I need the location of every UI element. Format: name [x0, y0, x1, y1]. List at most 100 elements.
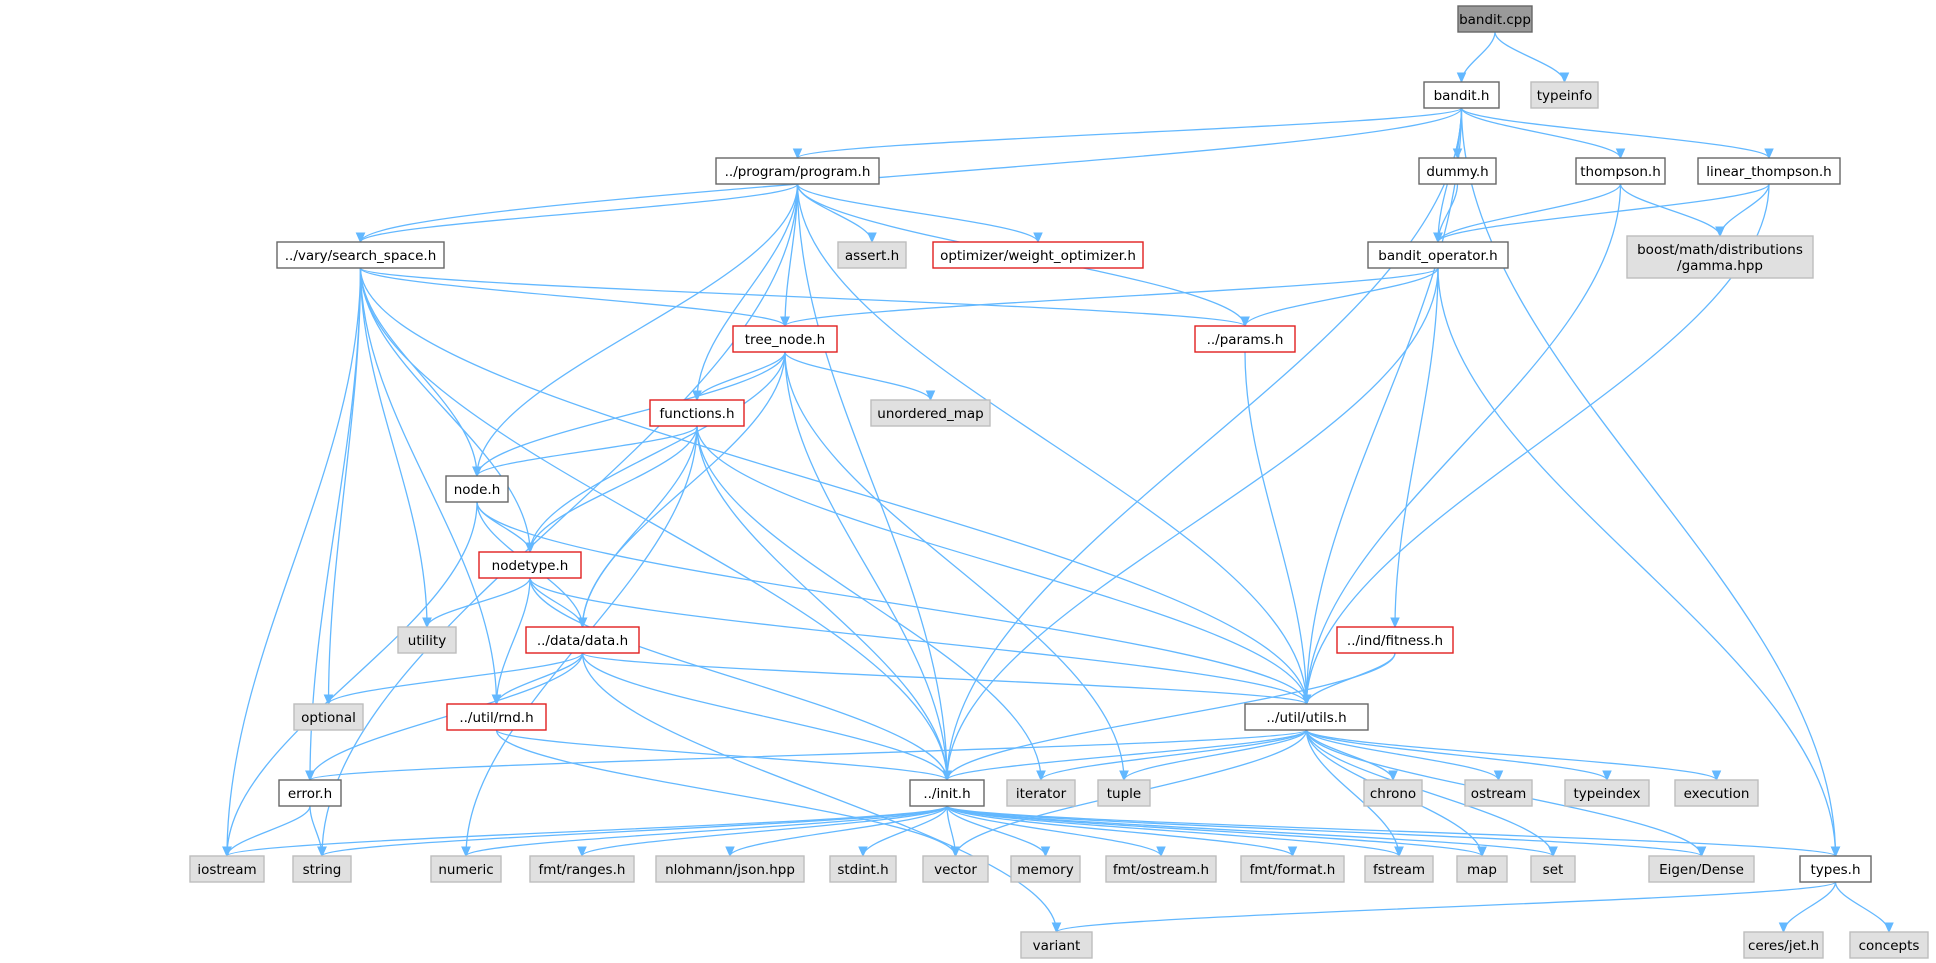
node-gamma[interactable]: boost/math/distributions/gamma.hpp: [1626, 235, 1814, 279]
node-box: [1418, 157, 1497, 185]
node-utility[interactable]: utility: [397, 626, 457, 654]
node-label: execution: [1684, 786, 1750, 802]
node-label: ostream: [1471, 786, 1527, 802]
node-params-h[interactable]: ../params.h: [1194, 325, 1296, 353]
node-functions-h[interactable]: functions.h: [649, 399, 745, 427]
edge-bandit_h-to-search_space_h: [355, 107, 1463, 244]
edge-init_h-to-numeric: [461, 805, 948, 858]
node-vector[interactable]: vector: [922, 855, 989, 883]
edge-line: [946, 729, 1308, 781]
edge-line: [581, 805, 948, 857]
node-variant[interactable]: variant: [1020, 931, 1093, 959]
node-label: linear_thompson.h: [1706, 164, 1831, 180]
node-thompson-h[interactable]: thompson.h: [1575, 157, 1666, 185]
edge-arrowhead: [1602, 770, 1612, 782]
node-utils-h[interactable]: ../util/utils.h: [1244, 703, 1369, 731]
node-bandit-cpp[interactable]: bandit.cpp: [1457, 5, 1533, 33]
edge-line: [1719, 183, 1770, 237]
edge-program_h-to-weight_opt: [796, 183, 1043, 244]
node-types-h[interactable]: types.h: [1799, 855, 1872, 883]
edge-line: [784, 351, 932, 401]
node-ceres[interactable]: ceres/jet.h: [1743, 931, 1824, 959]
node-label: nlohmann/json.hpp: [665, 862, 795, 878]
edge-line: [476, 501, 531, 553]
edge-bandit_operator_h-to-types_h: [1437, 267, 1841, 858]
edge-utils_h-to-error_h: [305, 729, 1308, 782]
node-ostream[interactable]: ostream: [1464, 779, 1533, 807]
node-data-h[interactable]: ../data/data.h: [525, 626, 640, 654]
edge-arrowhead: [780, 316, 790, 328]
node-nlohmann[interactable]: nlohmann/json.hpp: [655, 855, 805, 883]
node-fitness-h[interactable]: ../ind/fitness.h: [1336, 626, 1454, 654]
node-string[interactable]: string: [292, 855, 352, 883]
node-tree-node-h[interactable]: tree_node.h: [732, 325, 838, 353]
edge-nodetype_h-to-utility: [422, 577, 531, 629]
node-typeindex[interactable]: typeindex: [1564, 779, 1650, 807]
node-program-h[interactable]: ../program/program.h: [715, 157, 880, 185]
edge-line: [359, 107, 1463, 243]
node-label: fstream: [1373, 862, 1425, 878]
edge-arrowhead: [355, 232, 366, 244]
node-node-h[interactable]: node.h: [445, 475, 509, 503]
node-label: ../params.h: [1207, 332, 1284, 348]
edge-line: [946, 805, 1703, 857]
edge-arrowhead: [222, 846, 232, 858]
edge-search_space_h-to-iostream: [222, 267, 362, 858]
node-optional[interactable]: optional: [293, 703, 364, 731]
node-box: [837, 241, 907, 269]
node-fmt-ranges[interactable]: fmt/ranges.h: [529, 855, 635, 883]
edge-types_h-to-variant: [1051, 881, 1837, 934]
node-memory[interactable]: memory: [1010, 855, 1081, 883]
edge-functions_h-to-init_h: [696, 425, 952, 782]
node-eigen[interactable]: Eigen/Dense: [1648, 855, 1755, 883]
edge-arrowhead: [305, 770, 315, 782]
node-chrono[interactable]: chrono: [1363, 779, 1423, 807]
node-numeric[interactable]: numeric: [430, 855, 502, 883]
node-unordered-map[interactable]: unordered_map: [870, 399, 991, 427]
node-nodetype-h[interactable]: nodetype.h: [478, 551, 582, 579]
edge-arrowhead: [1884, 922, 1894, 934]
node-stdint[interactable]: stdint.h: [829, 855, 897, 883]
edge-bandit_h-to-linear_thompson_h: [1460, 107, 1774, 160]
edge-line: [476, 183, 799, 477]
node-execution[interactable]: execution: [1674, 779, 1759, 807]
edge-line: [946, 267, 1439, 781]
edge-tree_node_h-to-data_h: [577, 351, 786, 629]
node-assert-h[interactable]: assert.h: [837, 241, 907, 269]
edge-line: [1494, 31, 1566, 83]
edge-line: [327, 652, 584, 705]
edge-line: [729, 805, 948, 857]
edge-bandit_operator_h-to-fitness_h: [1390, 267, 1439, 629]
node-weight-opt[interactable]: optimizer/weight_optimizer.h: [932, 241, 1144, 269]
edge-line: [1040, 729, 1308, 781]
node-set[interactable]: set: [1530, 855, 1576, 883]
node-bandit-h[interactable]: bandit.h: [1423, 81, 1500, 109]
node-tuple[interactable]: tuple: [1097, 779, 1151, 807]
edge-arrowhead: [867, 232, 877, 244]
node-init-h[interactable]: ../init.h: [909, 779, 985, 807]
edge-line: [529, 351, 786, 553]
node-concepts[interactable]: concepts: [1849, 931, 1929, 959]
edge-utils_h-to-typeindex: [1305, 729, 1612, 782]
node-iterator[interactable]: iterator: [1006, 779, 1076, 807]
edge-arrowhead: [323, 694, 334, 706]
node-fmt-ostream[interactable]: fmt/ostream.h: [1105, 855, 1217, 883]
node-iostream[interactable]: iostream: [189, 855, 265, 883]
node-typeinfo[interactable]: typeinfo: [1530, 81, 1599, 109]
edge-line: [359, 267, 428, 628]
node-bandit-operator-h[interactable]: bandit_operator.h: [1367, 241, 1509, 269]
node-fmt-format[interactable]: fmt/format.h: [1240, 855, 1345, 883]
node-linear-thompson-h[interactable]: linear_thompson.h: [1697, 157, 1841, 185]
node-rnd-h[interactable]: ../util/rnd.h: [446, 703, 547, 731]
edge-search_space_h-to-tree_node_h: [359, 267, 790, 328]
node-error-h[interactable]: error.h: [278, 779, 342, 807]
node-box: [909, 779, 985, 807]
node-search-space-h[interactable]: ../vary/search_space.h: [276, 241, 445, 269]
node-fstream[interactable]: fstream: [1364, 855, 1434, 883]
edge-line: [309, 652, 584, 781]
edge-line: [581, 652, 1058, 933]
node-map[interactable]: map: [1456, 855, 1508, 883]
edge-types_h-to-ceres: [1778, 881, 1837, 934]
node-label: string: [303, 862, 342, 878]
node-dummy-h[interactable]: dummy.h: [1418, 157, 1497, 185]
